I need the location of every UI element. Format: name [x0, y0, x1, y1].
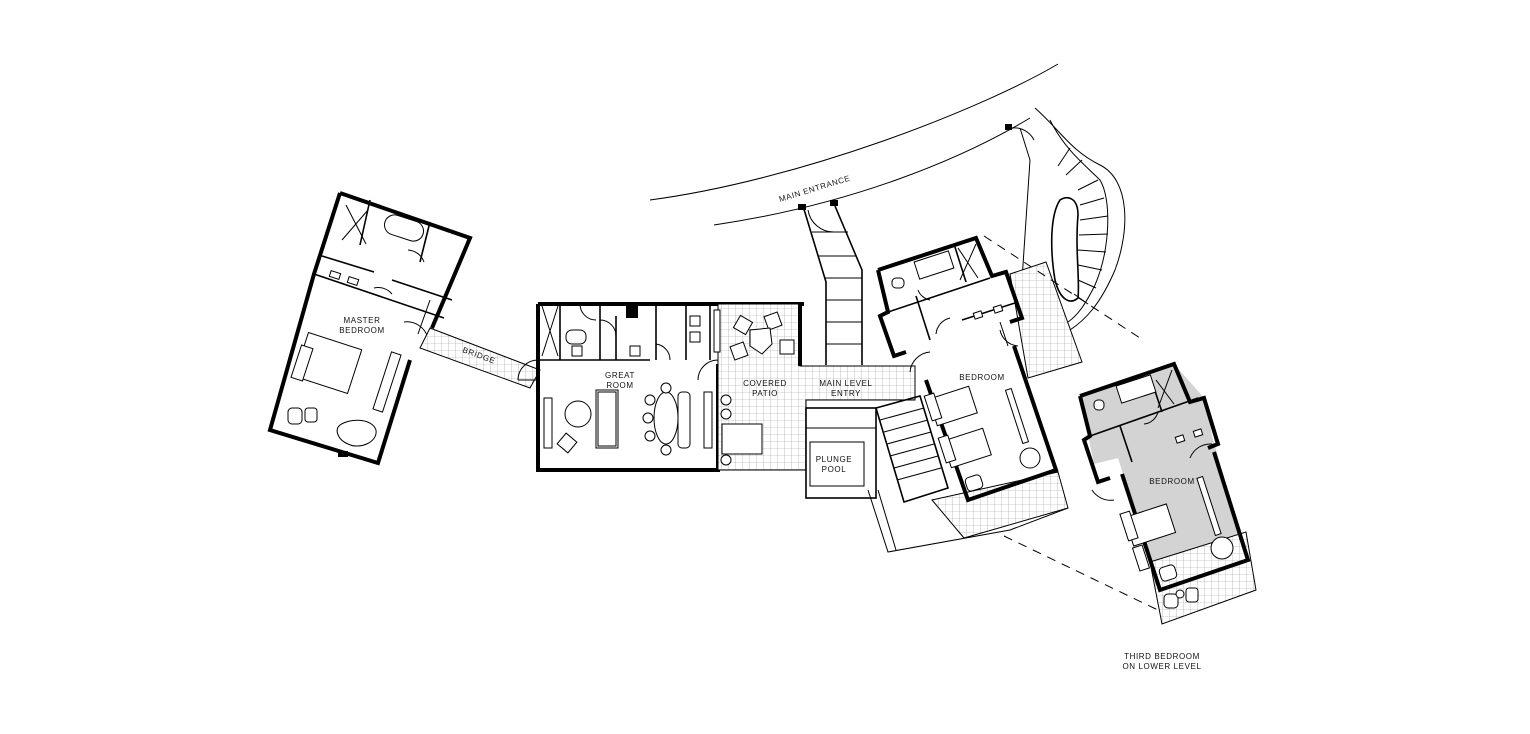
master-bedroom-wing — [267, 191, 473, 466]
third-bedroom-lower — [1078, 361, 1257, 625]
label-covered-patio-1: COVERED — [743, 379, 787, 388]
label-main-level-entry-2: ENTRY — [831, 389, 861, 398]
label-plunge-pool-1: PLUNGE — [816, 455, 853, 464]
covered-patio — [713, 303, 916, 471]
entrance-drive — [649, 63, 1059, 226]
label-covered-patio-2: PATIO — [752, 389, 778, 398]
label-main-entrance: MAIN ENTRANCE — [778, 174, 851, 204]
central-stair — [867, 395, 1069, 553]
label-bedroom-main: BEDROOM — [959, 373, 1005, 382]
label-third-bedroom-1: THIRD BEDROOM — [1124, 652, 1200, 661]
label-third-bedroom-2: ON LOWER LEVEL — [1122, 662, 1201, 671]
great-room-block — [517, 302, 804, 472]
label-great-room-2: ROOM — [606, 381, 633, 390]
label-master-bedroom-2: BEDROOM — [339, 326, 385, 335]
label-great-room-1: GREAT — [605, 371, 635, 380]
bedroom-wing — [876, 235, 1083, 539]
projection-lines — [983, 235, 1163, 613]
bridge — [419, 327, 541, 389]
entry-stair — [798, 200, 863, 365]
label-bedroom-lower: BEDROOM — [1149, 477, 1195, 486]
plunge-pool — [805, 407, 877, 499]
label-master-bedroom-1: MASTER — [344, 316, 381, 325]
label-plunge-pool-2: POOL — [822, 465, 847, 474]
label-main-level-entry-1: MAIN LEVEL — [819, 379, 872, 388]
